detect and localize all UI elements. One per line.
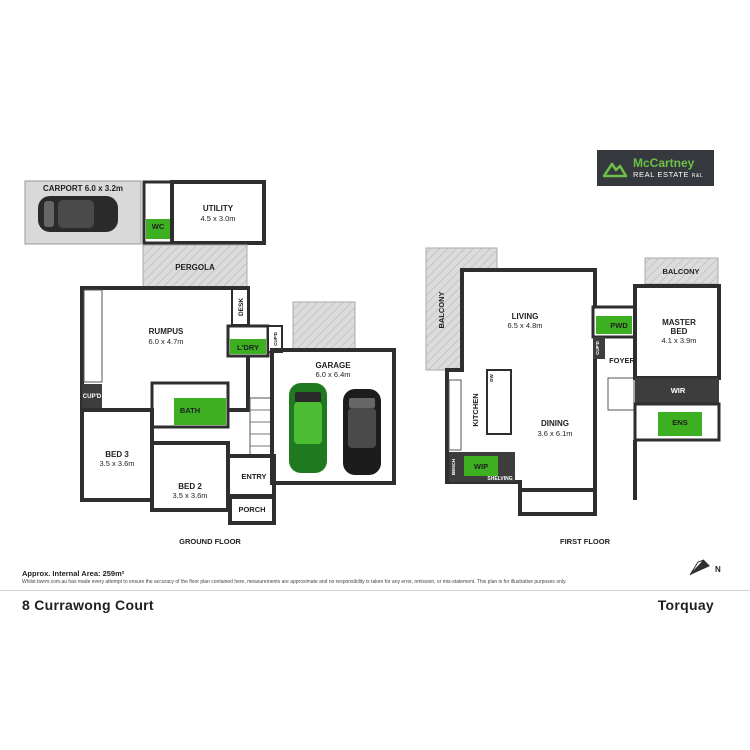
logo-sub: REAL ESTATE	[633, 170, 690, 179]
ens-highlight	[658, 412, 702, 436]
pergola-label: PERGOLA	[175, 263, 215, 272]
dw-label: DW	[489, 374, 494, 382]
wc-highlight	[146, 219, 170, 239]
ground-floor-title: GROUND FLOOR	[179, 537, 241, 546]
pwd-label: PWD	[610, 321, 628, 330]
footer-divider	[0, 590, 750, 591]
utility-dim: 4.5 x 3.0m	[200, 214, 235, 223]
laundry-highlight	[230, 339, 266, 354]
master-bed-label-2: BED	[671, 327, 688, 336]
carport-label: CARPORT 6.0 x 3.2m	[43, 184, 123, 193]
internal-area: Approx. Internal Area: 259m²	[22, 569, 125, 578]
wip-highlight	[464, 456, 498, 476]
bath-label: BATH	[180, 406, 200, 415]
dining-label: DINING	[541, 419, 569, 428]
cupd-left	[82, 384, 102, 408]
wir-label: WIR	[671, 386, 686, 395]
porch-label: PORCH	[238, 505, 265, 514]
pwd-highlight	[596, 316, 632, 334]
ground-stairs	[249, 397, 273, 457]
desk-label: DESK	[238, 298, 245, 316]
bed2-dim: 3.5 x 3.6m	[172, 491, 207, 500]
agency-logo: McCartney REAL ESTATE R&L	[597, 150, 714, 186]
compass-arrow-icon	[690, 560, 710, 575]
logo-brand: McCartney	[633, 156, 695, 170]
first-stairs	[607, 377, 635, 411]
wip-label: WIP	[474, 462, 488, 471]
cupd-first-label: CUP'D	[595, 340, 600, 355]
garage-car-black	[343, 389, 381, 475]
master-dim: 4.1 x 3.9m	[661, 336, 696, 345]
balcony-right-label: BALCONY	[662, 267, 699, 276]
living-dim: 6.5 x 4.8m	[507, 321, 542, 330]
master-bed-label: MASTER	[662, 318, 696, 327]
cupd-small-label: CUP'D	[273, 331, 278, 346]
utility-room	[170, 180, 266, 245]
kitchen-island	[486, 369, 512, 435]
logo-suffix: R&L	[691, 173, 704, 179]
wir-inner	[655, 381, 701, 399]
living-label: LIVING	[512, 312, 539, 321]
entry-label: ENTRY	[241, 472, 266, 481]
stair-strip	[83, 289, 103, 383]
garage-dim: 6.0 x 6.4m	[315, 370, 350, 379]
mountain-logo-icon	[597, 150, 633, 186]
first-floor-plan: BALCONY LIVING 6.5 x 4.8m KITCHEN DW DIN…	[425, 247, 721, 546]
garage-hatched-area	[292, 301, 356, 351]
utility-label: UTILITY	[203, 204, 234, 213]
bench-label: BENCH	[451, 459, 456, 475]
balcony-right-area	[644, 257, 719, 285]
garage-room	[270, 348, 396, 485]
dining-dim: 3.6 x 6.1m	[537, 429, 572, 438]
kitchen-label: KITCHEN	[471, 393, 480, 426]
property-address: 8 Currawong Court	[22, 597, 154, 613]
wc-label: WC	[152, 222, 165, 231]
disclaimer-text: Whilst bwrm.com.au has made every attemp…	[22, 579, 567, 585]
foyer-label: FOYER	[609, 356, 635, 365]
property-suburb: Torquay	[657, 597, 714, 613]
compass: N	[689, 559, 721, 576]
dining-bay	[518, 488, 597, 516]
ens-label: ENS	[672, 418, 687, 427]
rumpus-label: RUMPUS	[149, 327, 184, 336]
first-floor-title: FIRST FLOOR	[560, 537, 611, 546]
porch-area	[228, 495, 276, 525]
rumpus-dim: 6.0 x 4.7m	[148, 337, 183, 346]
kitchen-bench	[448, 379, 462, 451]
bed2-label: BED 2	[178, 482, 202, 491]
cupd-first	[593, 337, 605, 359]
compass-label: N	[715, 565, 721, 574]
ground-floor-plan: CARPORT 6.0 x 3.2m WC UTILITY 4.5 x 3.0m…	[24, 180, 396, 546]
bath-highlight	[174, 398, 226, 425]
garage-label: GARAGE	[315, 361, 351, 370]
carport-car	[38, 196, 118, 232]
balcony-left-label: BALCONY	[437, 291, 446, 328]
bed3-dim: 3.5 x 3.6m	[99, 459, 134, 468]
garage-car-green	[289, 383, 327, 473]
cupd-left-label: CUP'D	[83, 394, 102, 400]
laundry-label: L'DRY	[237, 343, 259, 352]
shelving-label: SHELVING	[487, 476, 512, 482]
bed3-label: BED 3	[105, 450, 129, 459]
